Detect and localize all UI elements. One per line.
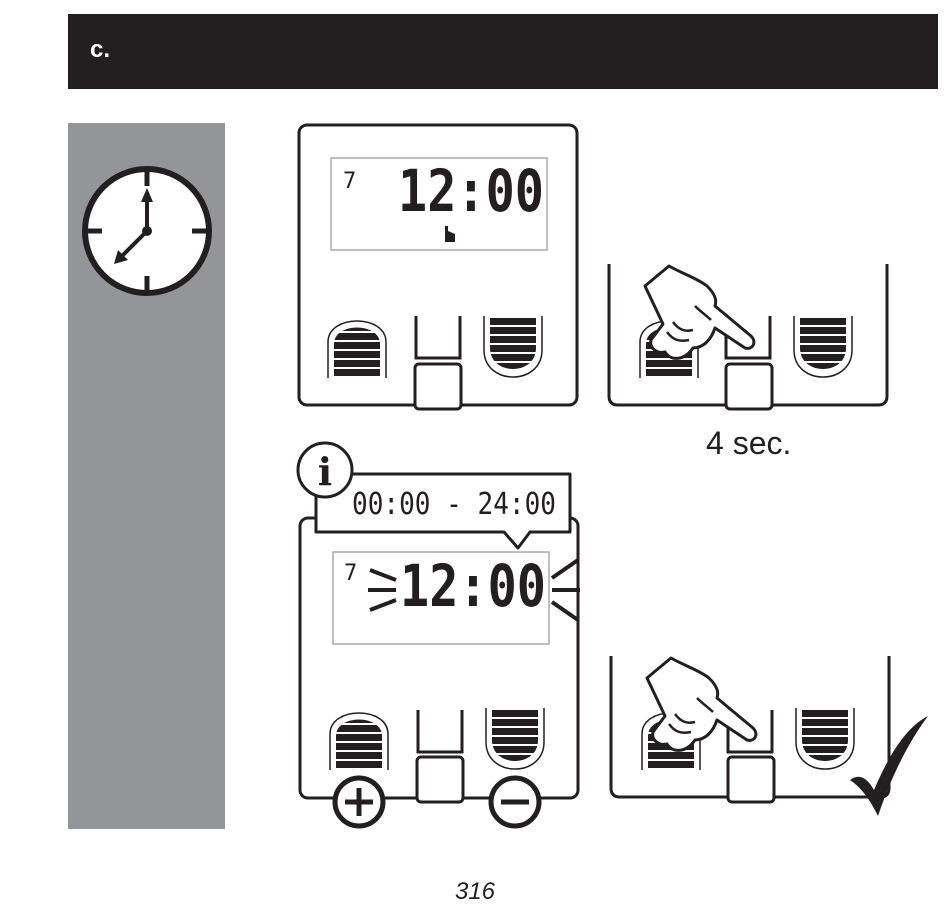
lcd-time: 12:00 [398,157,544,225]
info-symbol: i [318,449,332,494]
time-range: 00:00 - 24:00 [352,487,556,522]
plus-button [328,321,386,378]
center-button [415,364,461,409]
device-step-press [609,264,887,409]
lcd-time-blinking: 12:00 [400,552,546,620]
lcd-day-indicator-2: 7 [344,561,357,586]
info-icon: i [298,443,352,497]
minus-button [484,316,542,377]
page-number: 316 [0,878,950,906]
minus-icon [491,778,539,826]
lcd-day-indicator: 7 [343,169,356,194]
device-step-set-time: 7 12:00 00:00 - 24:00 i [298,443,580,826]
device-step-confirm [611,656,928,816]
hold-duration-label: 4 sec. [706,425,791,462]
plus-icon [335,778,383,826]
device-step-display: 7 12:00 [299,125,577,409]
